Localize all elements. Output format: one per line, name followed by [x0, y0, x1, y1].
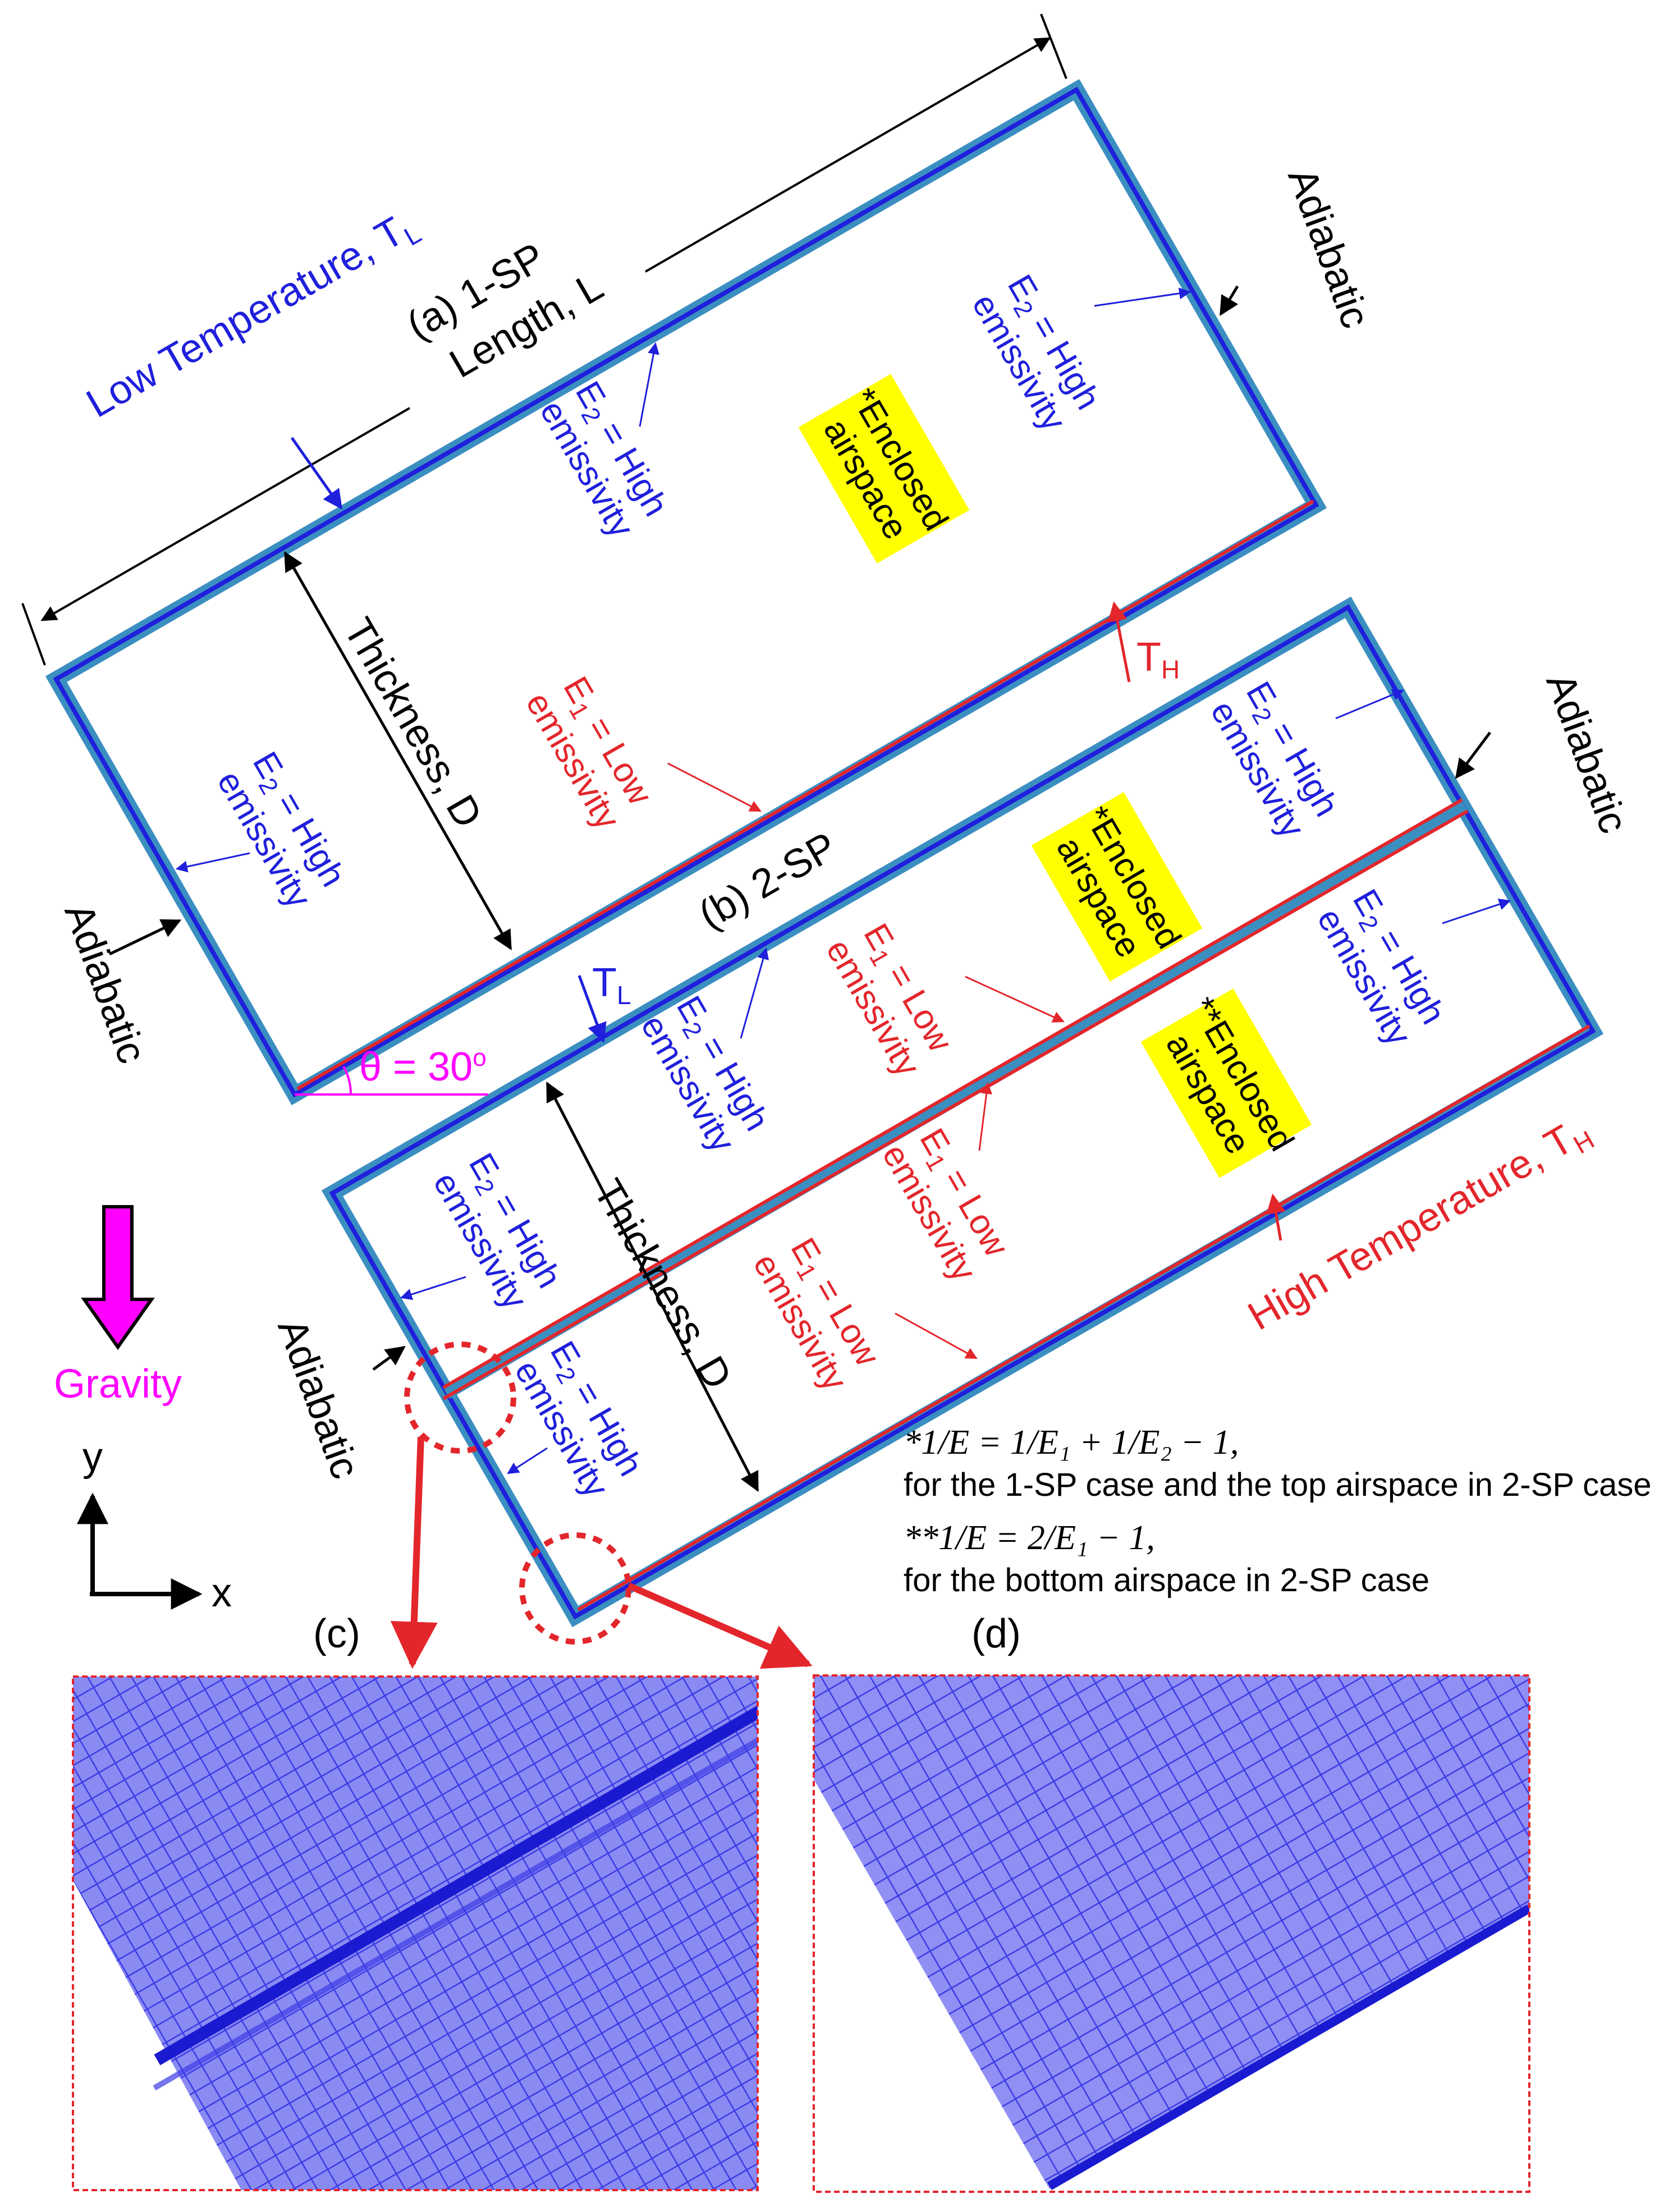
zoom-circle-c [404, 1341, 516, 1454]
high-temperature-label: High Temperature, TH [1241, 1107, 1599, 1343]
e2-arrow-2sp-bottomright [1442, 899, 1511, 924]
zoom-arrow-c [390, 1436, 438, 1669]
adiabatic-label-2: Adiabatic [1537, 667, 1636, 839]
thickness-2sp-label: Thickness, D [585, 1172, 740, 1396]
mesh-panel-d [813, 1674, 1530, 2193]
enclosure-1sp [45, 79, 1327, 1106]
enclosure-2sp-cold-wall [329, 604, 1596, 1620]
equation-block: *1/E = 1/E₁ + 1/E₂ − 1, for the 1-SP cas… [904, 1423, 1652, 1599]
e2-arrow-2sp-topleft [400, 1276, 466, 1300]
enclosure-1sp-cold-wall [53, 86, 1319, 1098]
e2-label-2sp-bottomleft: E2 = High emissivity [507, 1335, 650, 1504]
gravity-arrow: Gravity [54, 1205, 182, 1407]
e2-arrow-2sp-topright [1335, 689, 1404, 720]
angle-indicator: θ = 30o [295, 1044, 488, 1096]
e2-arrow-1sp-top [639, 342, 659, 427]
e2-label-2sp-topright: E2 = High emissivity [1203, 675, 1346, 844]
e1-label-1sp: E1 = Low emissivity [518, 670, 659, 836]
e2-arrow-1sp-right [1094, 287, 1191, 307]
axis-y-label: y [82, 1435, 103, 1480]
zoom-arrow-d [627, 1582, 813, 1669]
t-high-arrow [1107, 601, 1131, 683]
t-high-label: TH [1136, 635, 1180, 684]
thickness-1sp-arrow [283, 551, 512, 951]
equation-1: *1/E = 1/E₁ + 1/E₂ − 1, [904, 1423, 1239, 1462]
e1-label-2sp-plate: E1 = Low emissivity [874, 1122, 1016, 1288]
gravity-label: Gravity [54, 1362, 182, 1407]
e2-label-1sp-left: E2 = High emissivity [209, 745, 352, 914]
thickness-1sp-label: Thickness, D [335, 611, 491, 835]
adiabatic-label-1: Adiabatic [1279, 162, 1378, 334]
low-temperature-arrow [290, 437, 343, 510]
adiabatic-arrow-1 [1219, 285, 1239, 317]
t-low-label: TL [592, 960, 631, 1010]
e2-arrow-2sp-topmid [740, 947, 769, 1039]
axis-x-label: x [212, 1570, 232, 1615]
equation-2: **1/E = 2/E₁ − 1, [904, 1519, 1155, 1557]
e1-label-2sp-upper: E1 = Low emissivity [818, 917, 960, 1083]
svg-text:θ = 30o: θ = 30o [359, 1044, 487, 1089]
e1-label-2sp-lower: E1 = Low emissivity [745, 1231, 887, 1397]
e1-arrow-2sp-upper [965, 976, 1065, 1023]
e2-label-1sp-right: E2 = High emissivity [964, 268, 1107, 437]
high-temperature-arrow [1266, 1193, 1286, 1241]
adiabatic-arrow-4 [372, 1345, 406, 1371]
e2-arrow-1sp-left [175, 852, 250, 873]
equation-1-note: for the 1-SP case and the top airspace i… [904, 1467, 1652, 1503]
adiabatic-label-3: Adiabatic [56, 897, 154, 1069]
e1-arrow-2sp-plate [978, 1082, 993, 1151]
thickness-2sp-arrow [546, 1081, 759, 1492]
equation-2-note: for the bottom airspace in 2-SP case [904, 1562, 1429, 1599]
enclosure-1sp-hot-wall [296, 500, 1314, 1091]
airspace-box-1sp: *Enclosed airspace [798, 374, 970, 564]
e1-arrow-2sp-lower [895, 1312, 978, 1359]
adiabatic-arrow-3 [108, 919, 182, 956]
enclosure-2sp-hot-wall [577, 1024, 1591, 1611]
airspace-box-2sp-bottom: **Enclosed airspace [1140, 988, 1312, 1178]
t-low-arrow [577, 975, 607, 1043]
e2-arrow-2sp-bottomleft [507, 1447, 548, 1474]
e2-label-2sp-bottomright: E2 = High emissivity [1309, 883, 1452, 1052]
e1-arrow-1sp [667, 762, 762, 812]
panel-d-label: (d) [971, 1611, 1021, 1656]
e2-label-2sp-topleft: E2 = High emissivity [425, 1147, 569, 1316]
separator-plate-bottom-face [442, 809, 1469, 1400]
adiabatic-label-4: Adiabatic [269, 1313, 368, 1485]
panel-c-label: (c) [313, 1611, 360, 1656]
adiabatic-arrow-2 [1455, 731, 1491, 779]
mesh-panel-c [72, 1675, 759, 2191]
axes-indicator: y x [77, 1435, 232, 1615]
case-2sp-label: (b) 2-SP [691, 824, 844, 938]
airspace-box-2sp-top: *Enclosed airspace [1031, 792, 1203, 982]
low-temperature-label: Low Temperature, TL [79, 201, 426, 431]
